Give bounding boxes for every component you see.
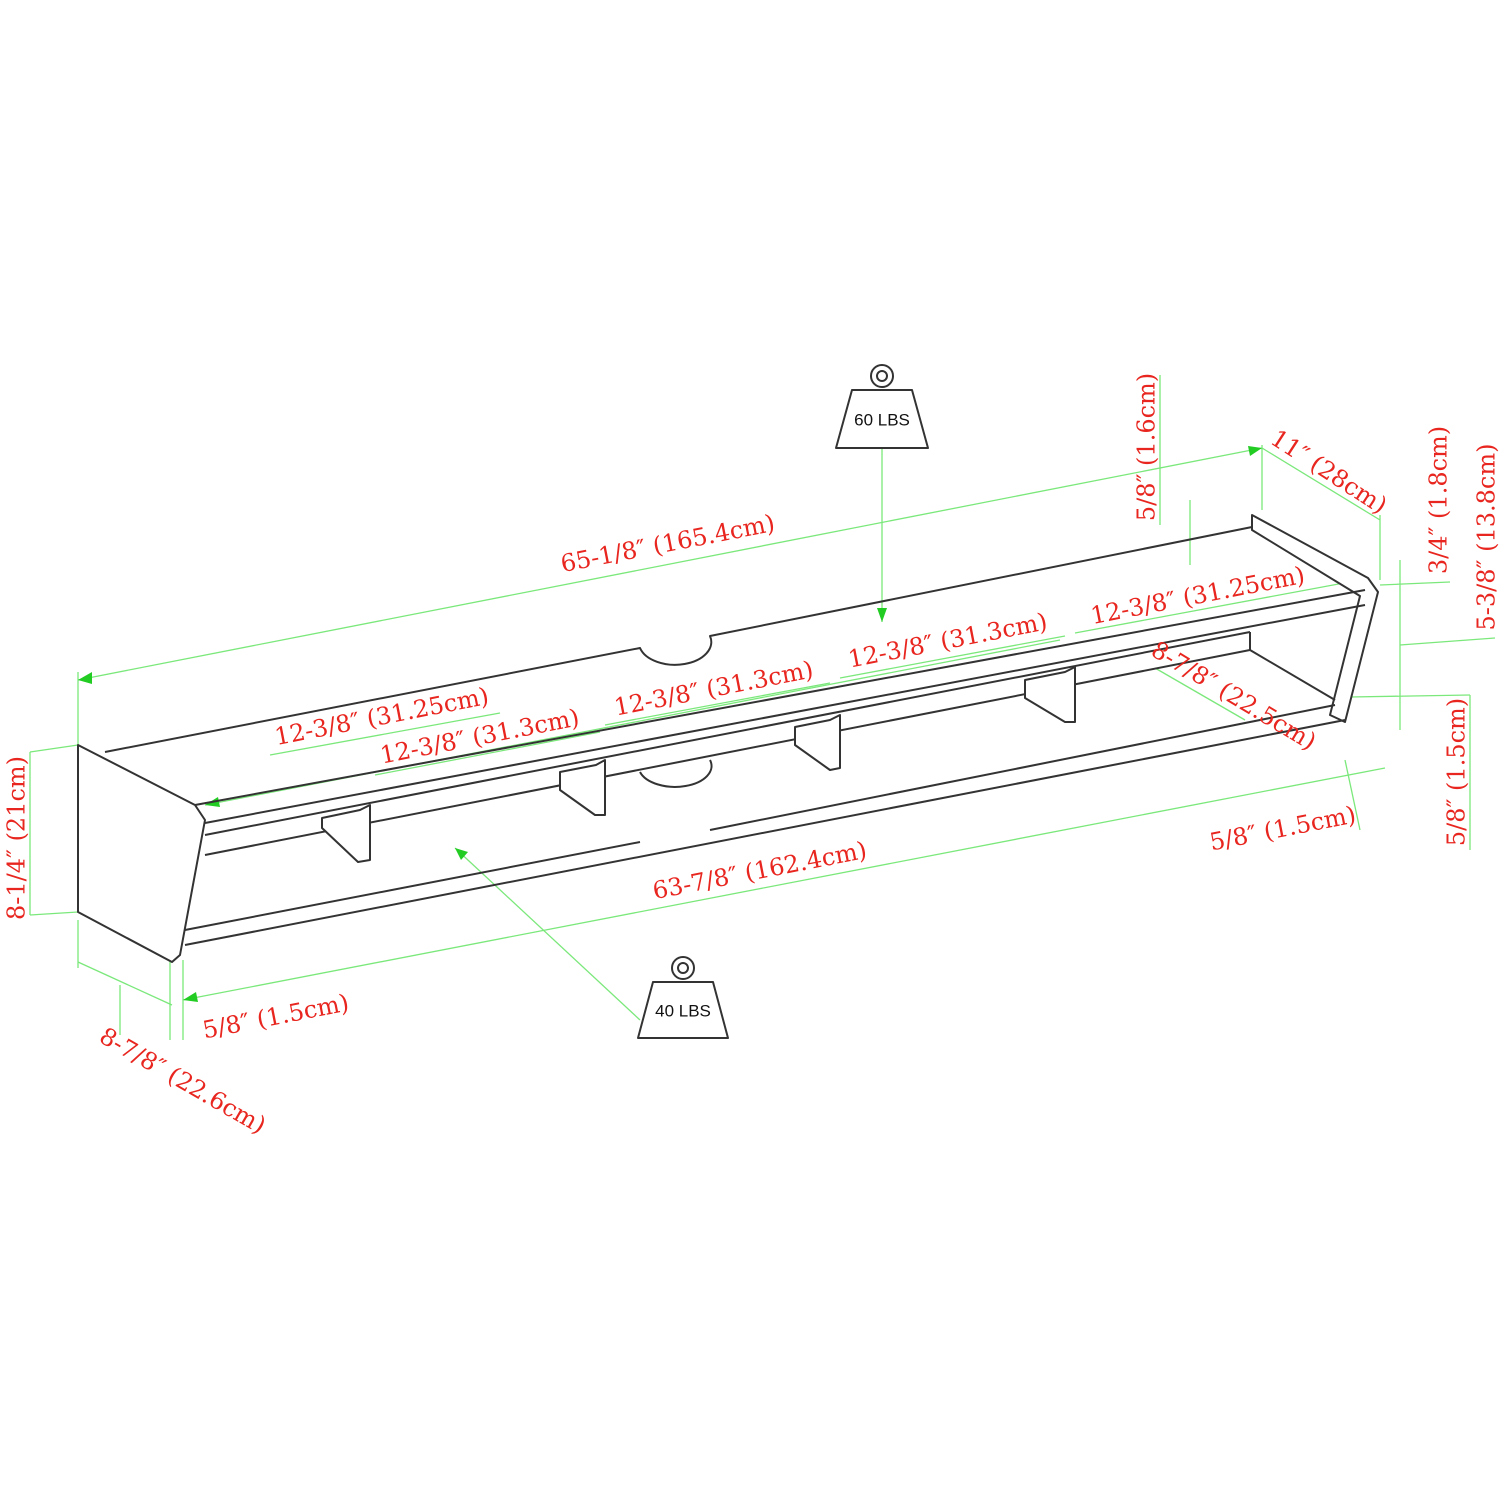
shelf-drawing [77, 514, 1379, 963]
bottom-thickness-label: 5/8″ (1.5cm) [1443, 698, 1471, 846]
side-thickness-right-label: 5/8″ (1.5cm) [1207, 801, 1358, 857]
shelf-thickness-label: 3/4″ (1.8cm) [1425, 426, 1453, 574]
compartment-label-3: 12-3/8″ (31.3cm) [612, 655, 816, 721]
dimension-labels: 65-1/8″ (165.4cm) 12-3/8″ (31.25cm) 12-3… [3, 373, 1500, 1140]
inner-length-label: 63-7/8″ (162.4cm) [650, 836, 869, 905]
overall-length-label: 65-1/8″ (165.4cm) [558, 509, 777, 578]
depth-top-label: 11″ (28cm) [1266, 424, 1392, 520]
side-thickness-left-label: 5/8″ (1.5cm) [200, 989, 351, 1045]
weight-label-bottom: 40 LBS [655, 1001, 711, 1020]
weight-icon-40lbs: 40 LBS [637, 956, 729, 1039]
weight-icon-60lbs: 60 LBS [835, 364, 929, 449]
top-thickness-label: 5/8″ (1.6cm) [1133, 373, 1161, 521]
height-left-label: 8-1/4″ (21cm) [3, 756, 31, 920]
compartment-label-4: 12-3/8″ (31.3cm) [846, 607, 1050, 673]
weight-label-top: 60 LBS [854, 410, 910, 429]
shelf-gap-label: 5-3/8″ (13.8cm) [1473, 444, 1500, 631]
